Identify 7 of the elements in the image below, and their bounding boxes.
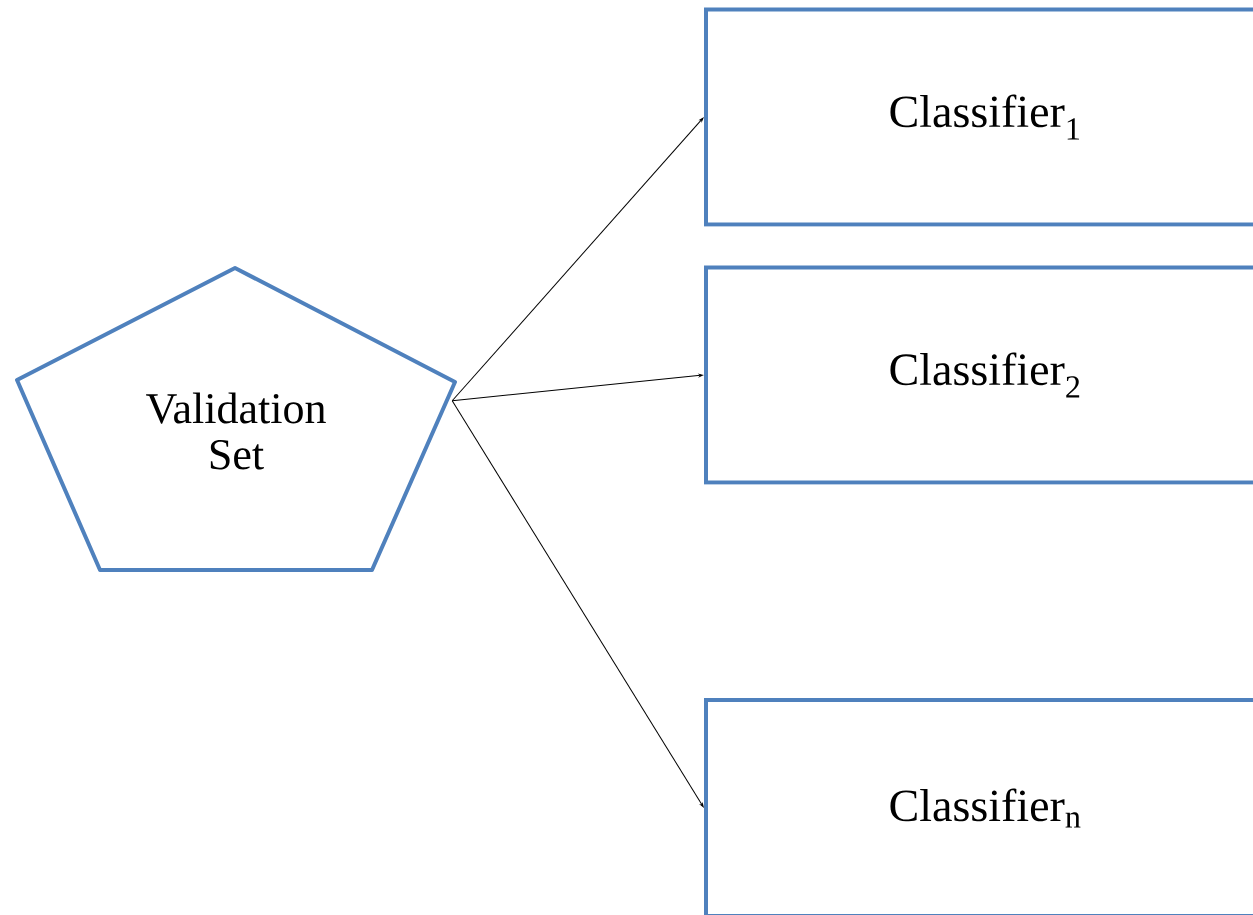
classifier-box: Classifier$_{n}$	[704, 698, 1253, 915]
arrow	[451, 117, 704, 402]
classifier-box: Classifier$_{2}$	[704, 265, 1253, 485]
arrow	[451, 374, 703, 402]
arrow	[451, 400, 704, 808]
pentagon-node: Validation Set	[15, 266, 457, 572]
classifier-box: Classifier$_{1}$	[704, 7, 1253, 227]
